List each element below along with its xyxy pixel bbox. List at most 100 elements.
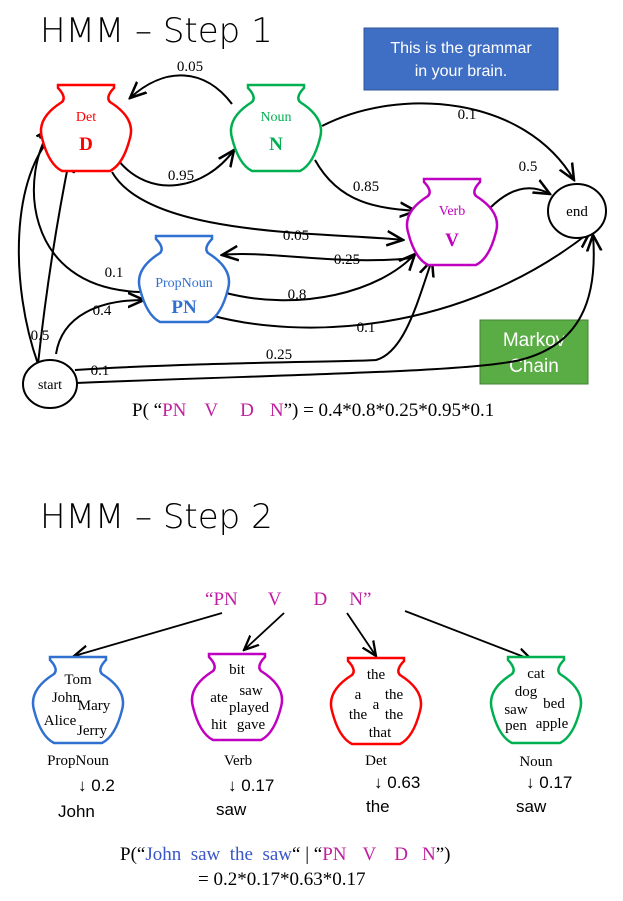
emission-arrows: [74, 610, 532, 660]
svg-text:PropNoun: PropNoun: [155, 276, 213, 291]
svg-text:John: John: [52, 690, 81, 706]
svg-text:saw: saw: [504, 702, 527, 718]
label-start-end: 0.1: [91, 363, 110, 379]
arrow-pn: [74, 612, 223, 656]
markov-chain-line1: Markov: [503, 330, 566, 351]
grammar-callout-line1: This is the grammar: [390, 40, 532, 57]
jar-prob-noun: ↓ 0.17: [526, 773, 572, 792]
svg-text:PN: PN: [171, 297, 197, 318]
svg-text:Jerry: Jerry: [77, 723, 107, 739]
svg-text:hit: hit: [211, 717, 228, 733]
svg-text:the: the: [349, 707, 368, 723]
label-pn-end: 0.1: [357, 320, 376, 336]
svg-text:V: V: [445, 230, 459, 251]
jar-det: the a the the a the that: [329, 656, 423, 746]
state-end: end: [547, 183, 607, 239]
state-noun: Noun N: [229, 83, 323, 173]
svg-text:bit: bit: [229, 662, 246, 678]
svg-text:played: played: [229, 700, 269, 716]
edges: [17, 74, 594, 384]
edge-det-noun: [117, 150, 234, 187]
label-start-verb: 0.25: [266, 347, 292, 363]
edge-noun-det: [130, 74, 233, 105]
edge-pn-verb: [225, 254, 415, 302]
label-noun-verb: 0.85: [353, 179, 379, 195]
label-pn-det: 0.1: [105, 265, 124, 281]
step2-title: HMM – Step 2: [40, 497, 273, 537]
jar-emitted-noun: saw: [516, 797, 547, 816]
step2-formula-line2: = 0.2*0.17*0.63*0.17: [198, 869, 365, 890]
jar-emitted-propnoun: John: [58, 802, 95, 821]
jar-label-noun: Noun: [519, 754, 553, 770]
jar-prob-propnoun: ↓ 0.2: [78, 776, 115, 795]
edge-verb-end: [489, 188, 550, 209]
edge-start-det-outer: [17, 132, 56, 365]
svg-text:pen: pen: [505, 718, 527, 734]
edge-verb-pn: [222, 254, 413, 260]
grammar-callout-line2: in your brain.: [415, 63, 508, 80]
svg-text:that: that: [369, 725, 392, 741]
state-det: Det D: [39, 83, 133, 173]
svg-text:the: the: [385, 707, 404, 723]
label-det-noun: 0.95: [168, 168, 194, 184]
label-pn-verb: 0.8: [288, 287, 307, 303]
jar-prob-verb: ↓ 0.17: [228, 776, 274, 795]
jar-noun: cat dog bed saw pen apple: [489, 655, 583, 745]
label-start-det: 0.5: [31, 328, 50, 344]
state-verb: Verb V: [405, 177, 499, 267]
jar-label-verb: Verb: [224, 753, 252, 769]
label-verb-end: 0.5: [519, 159, 538, 175]
svg-text:dog: dog: [515, 684, 538, 700]
jar-prob-det: ↓ 0.63: [374, 773, 420, 792]
svg-text:gave: gave: [237, 717, 266, 733]
svg-text:the: the: [367, 667, 386, 683]
svg-text:end: end: [566, 204, 588, 220]
label-noun-det: 0.05: [177, 59, 203, 75]
edge-start-det: [37, 156, 70, 365]
svg-text:a: a: [373, 697, 380, 713]
jar-label-propnoun: PropNoun: [47, 753, 109, 769]
jar-label-det: Det: [365, 753, 387, 769]
svg-text:Noun: Noun: [260, 110, 291, 125]
svg-text:apple: apple: [536, 716, 569, 732]
svg-text:the: the: [385, 687, 404, 703]
edge-start-end: [75, 235, 594, 384]
edge-noun-end: [321, 102, 574, 180]
state-start: start: [22, 359, 78, 409]
svg-text:ate: ate: [210, 690, 228, 706]
jar-emitted-verb: saw: [216, 800, 247, 819]
svg-text:cat: cat: [527, 666, 545, 682]
state-propnoun: PropNoun PN: [137, 234, 231, 324]
label-verb-pn: 0.25: [334, 252, 360, 268]
edge-pn-end: [209, 232, 590, 329]
arrow-v: [244, 612, 285, 650]
markov-chain-line2: Chain: [509, 356, 559, 377]
jar-propnoun: Tom John Mary Alice Jerry: [31, 655, 125, 745]
arrow-n: [404, 610, 532, 660]
grammar-callout: [363, 27, 559, 91]
edge-det-verb: [111, 171, 403, 240]
svg-text:D: D: [79, 134, 93, 155]
svg-text:start: start: [38, 378, 62, 393]
svg-text:N: N: [269, 134, 283, 155]
svg-text:Mary: Mary: [78, 698, 111, 714]
label-det-verb: 0.05: [283, 228, 309, 244]
svg-text:bed: bed: [543, 696, 565, 712]
step1-title: HMM – Step 1: [40, 11, 273, 51]
label-start-pn: 0.4: [93, 303, 112, 319]
svg-text:Alice: Alice: [44, 713, 77, 729]
jar-emitted-det: the: [366, 797, 390, 816]
edge-noun-verb: [314, 159, 416, 211]
edge-start-verb: [74, 260, 432, 371]
svg-text:Verb: Verb: [439, 204, 465, 219]
svg-text:saw: saw: [239, 683, 262, 699]
svg-text:a: a: [355, 687, 362, 703]
jar-verb: bit ate saw played hit gave: [190, 652, 284, 742]
svg-text:Tom: Tom: [64, 672, 92, 688]
arrow-d: [346, 612, 376, 656]
edge-start-pn: [55, 300, 144, 355]
